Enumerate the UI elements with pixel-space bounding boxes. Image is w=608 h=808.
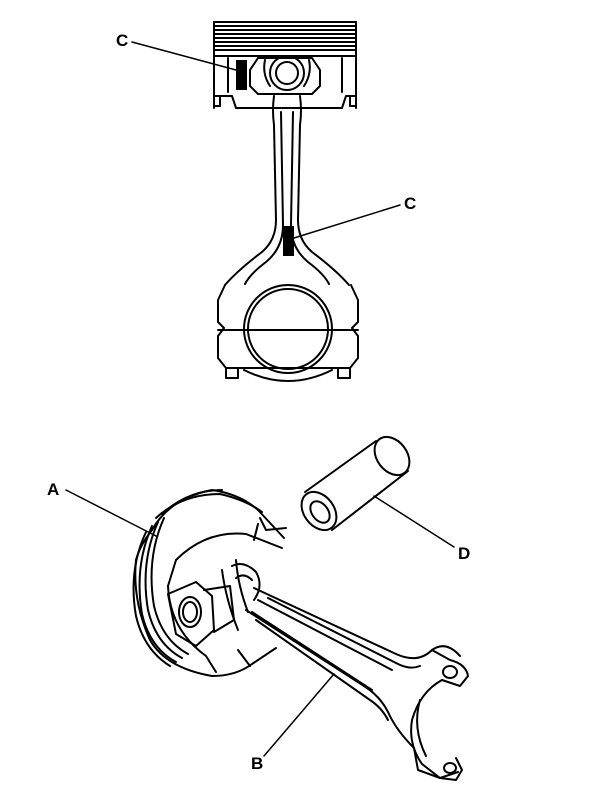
lower-piston xyxy=(132,489,287,677)
lower-connecting-rod xyxy=(231,563,469,781)
mark-c-piston xyxy=(236,60,247,90)
callout-d: D xyxy=(458,544,471,563)
mark-c-rod xyxy=(283,226,294,256)
leader-b xyxy=(263,673,335,757)
leader-a xyxy=(65,489,157,537)
upper-connecting-rod xyxy=(217,95,359,382)
leader-d xyxy=(373,495,455,548)
callout-a: A xyxy=(47,480,60,499)
piston-pin xyxy=(300,435,411,532)
callout-c-upper: C xyxy=(116,31,129,50)
callout-b: B xyxy=(251,754,264,773)
leader-c-lower xyxy=(293,204,401,239)
upper-piston-assembly xyxy=(213,21,357,109)
callout-c-lower: C xyxy=(404,194,417,213)
leader-c-upper xyxy=(131,41,237,71)
